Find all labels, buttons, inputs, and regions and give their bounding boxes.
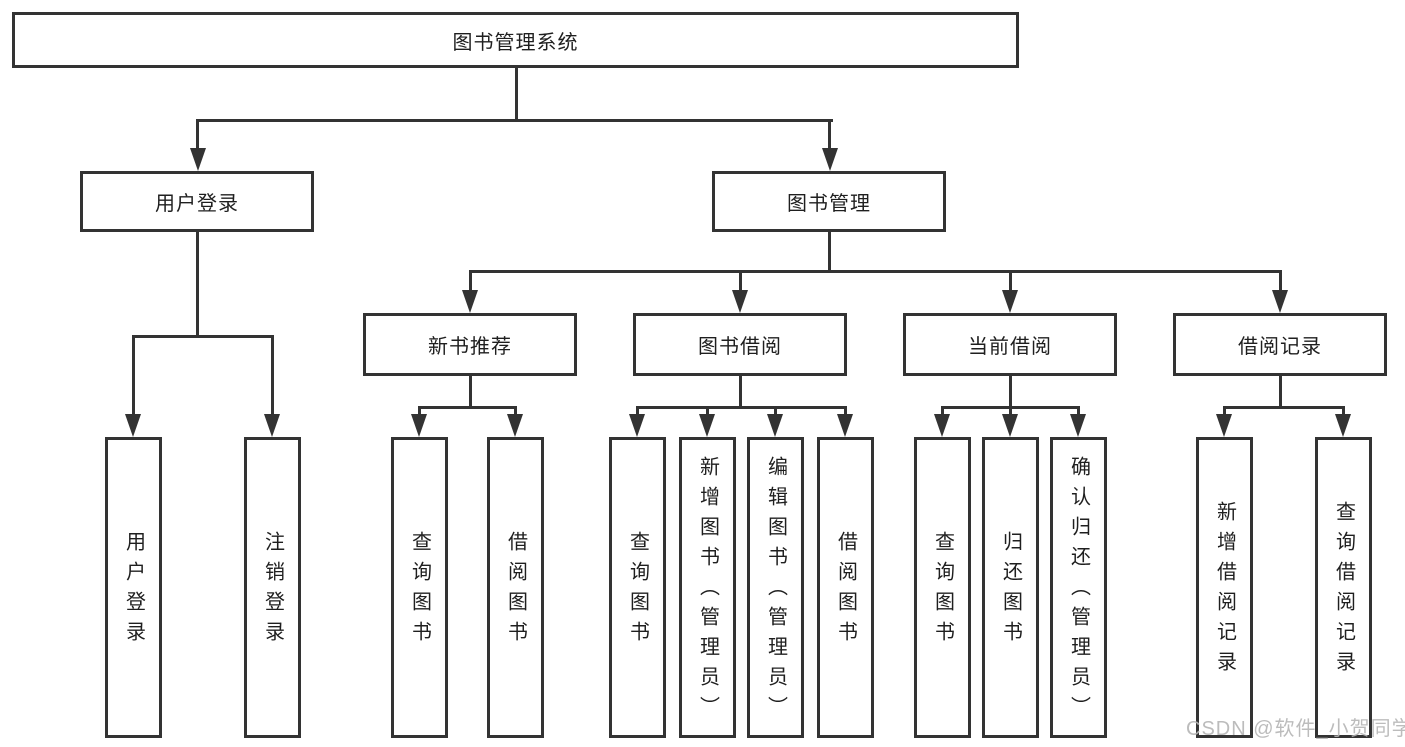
arrowhead-down — [1002, 290, 1018, 313]
arrowhead-down — [767, 414, 783, 437]
connector-vline — [1077, 406, 1080, 416]
leaf-borrow-add-books-admin: 新增图书（管理员） — [679, 437, 736, 738]
connector-vline — [196, 230, 199, 338]
leaf-current-query-books: 查询图书 — [914, 437, 971, 738]
arrowhead-down — [1272, 290, 1288, 313]
connector-vline — [1009, 270, 1012, 293]
connector-vline — [739, 374, 742, 409]
arrowhead-down — [507, 414, 523, 437]
leaf-newbook-borrow-books: 借阅图书 — [487, 437, 544, 738]
connector-hline — [1223, 406, 1345, 409]
leaf-logout: 注销登录 — [244, 437, 301, 738]
arrowhead-down — [190, 148, 206, 171]
connector-vline — [739, 270, 742, 293]
connector-vline — [515, 66, 518, 122]
node-user-login: 用户登录 — [80, 171, 314, 232]
arrowhead-down — [264, 414, 280, 437]
node-borrow-records: 借阅记录 — [1173, 313, 1387, 376]
arrowhead-down — [837, 414, 853, 437]
connector-vline — [1009, 374, 1012, 409]
connector-vline — [706, 406, 709, 416]
node-library-management-system: 图书管理系统 — [12, 12, 1019, 68]
connector-vline — [1223, 406, 1226, 416]
connector-vline — [132, 335, 135, 417]
arrowhead-down — [629, 414, 645, 437]
arrowhead-down — [1216, 414, 1232, 437]
arrowhead-down — [1002, 414, 1018, 437]
leaf-records-add-borrow-record: 新增借阅记录 — [1196, 437, 1253, 738]
node-new-book-recommend: 新书推荐 — [363, 313, 577, 376]
connector-vline — [1009, 406, 1012, 416]
connector-vline — [271, 335, 274, 417]
connector-vline — [828, 230, 831, 273]
arrowhead-down — [934, 414, 950, 437]
connector-vline — [514, 406, 517, 416]
connector-vline — [469, 270, 472, 293]
connector-vline — [844, 406, 847, 416]
connector-vline — [418, 406, 421, 416]
leaf-user-login: 用户登录 — [105, 437, 162, 738]
leaf-current-confirm-return-admin: 确认归还（管理员） — [1050, 437, 1107, 738]
connector-vline — [1279, 270, 1282, 293]
connector-vline — [196, 119, 199, 151]
csdn-watermark: CSDN @软件_小贺同学 — [1186, 718, 1405, 740]
connector-vline — [1342, 406, 1345, 416]
leaf-current-return-books: 归还图书 — [982, 437, 1039, 738]
connector-hline — [132, 335, 274, 338]
leaf-borrow-borrow-books: 借阅图书 — [817, 437, 874, 738]
connector-hline — [418, 406, 517, 409]
arrowhead-down — [732, 290, 748, 313]
connector-hline — [636, 406, 847, 409]
connector-hline — [469, 270, 1282, 273]
connector-hline — [197, 119, 833, 122]
connector-vline — [469, 374, 472, 409]
leaf-records-query-borrow-record: 查询借阅记录 — [1315, 437, 1372, 738]
connector-vline — [636, 406, 639, 416]
arrowhead-down — [1070, 414, 1086, 437]
node-book-management: 图书管理 — [712, 171, 946, 232]
arrowhead-down — [462, 290, 478, 313]
arrowhead-down — [125, 414, 141, 437]
leaf-borrow-edit-books-admin: 编辑图书（管理员） — [747, 437, 804, 738]
arrowhead-down — [822, 148, 838, 171]
node-current-borrow: 当前借阅 — [903, 313, 1117, 376]
arrowhead-down — [1335, 414, 1351, 437]
node-book-borrow: 图书借阅 — [633, 313, 847, 376]
leaf-newbook-query-books: 查询图书 — [391, 437, 448, 738]
connector-vline — [941, 406, 944, 416]
connector-vline — [828, 119, 831, 151]
arrowhead-down — [699, 414, 715, 437]
connector-vline — [774, 406, 777, 416]
leaf-borrow-query-books: 查询图书 — [609, 437, 666, 738]
connector-vline — [1279, 374, 1282, 409]
arrowhead-down — [411, 414, 427, 437]
